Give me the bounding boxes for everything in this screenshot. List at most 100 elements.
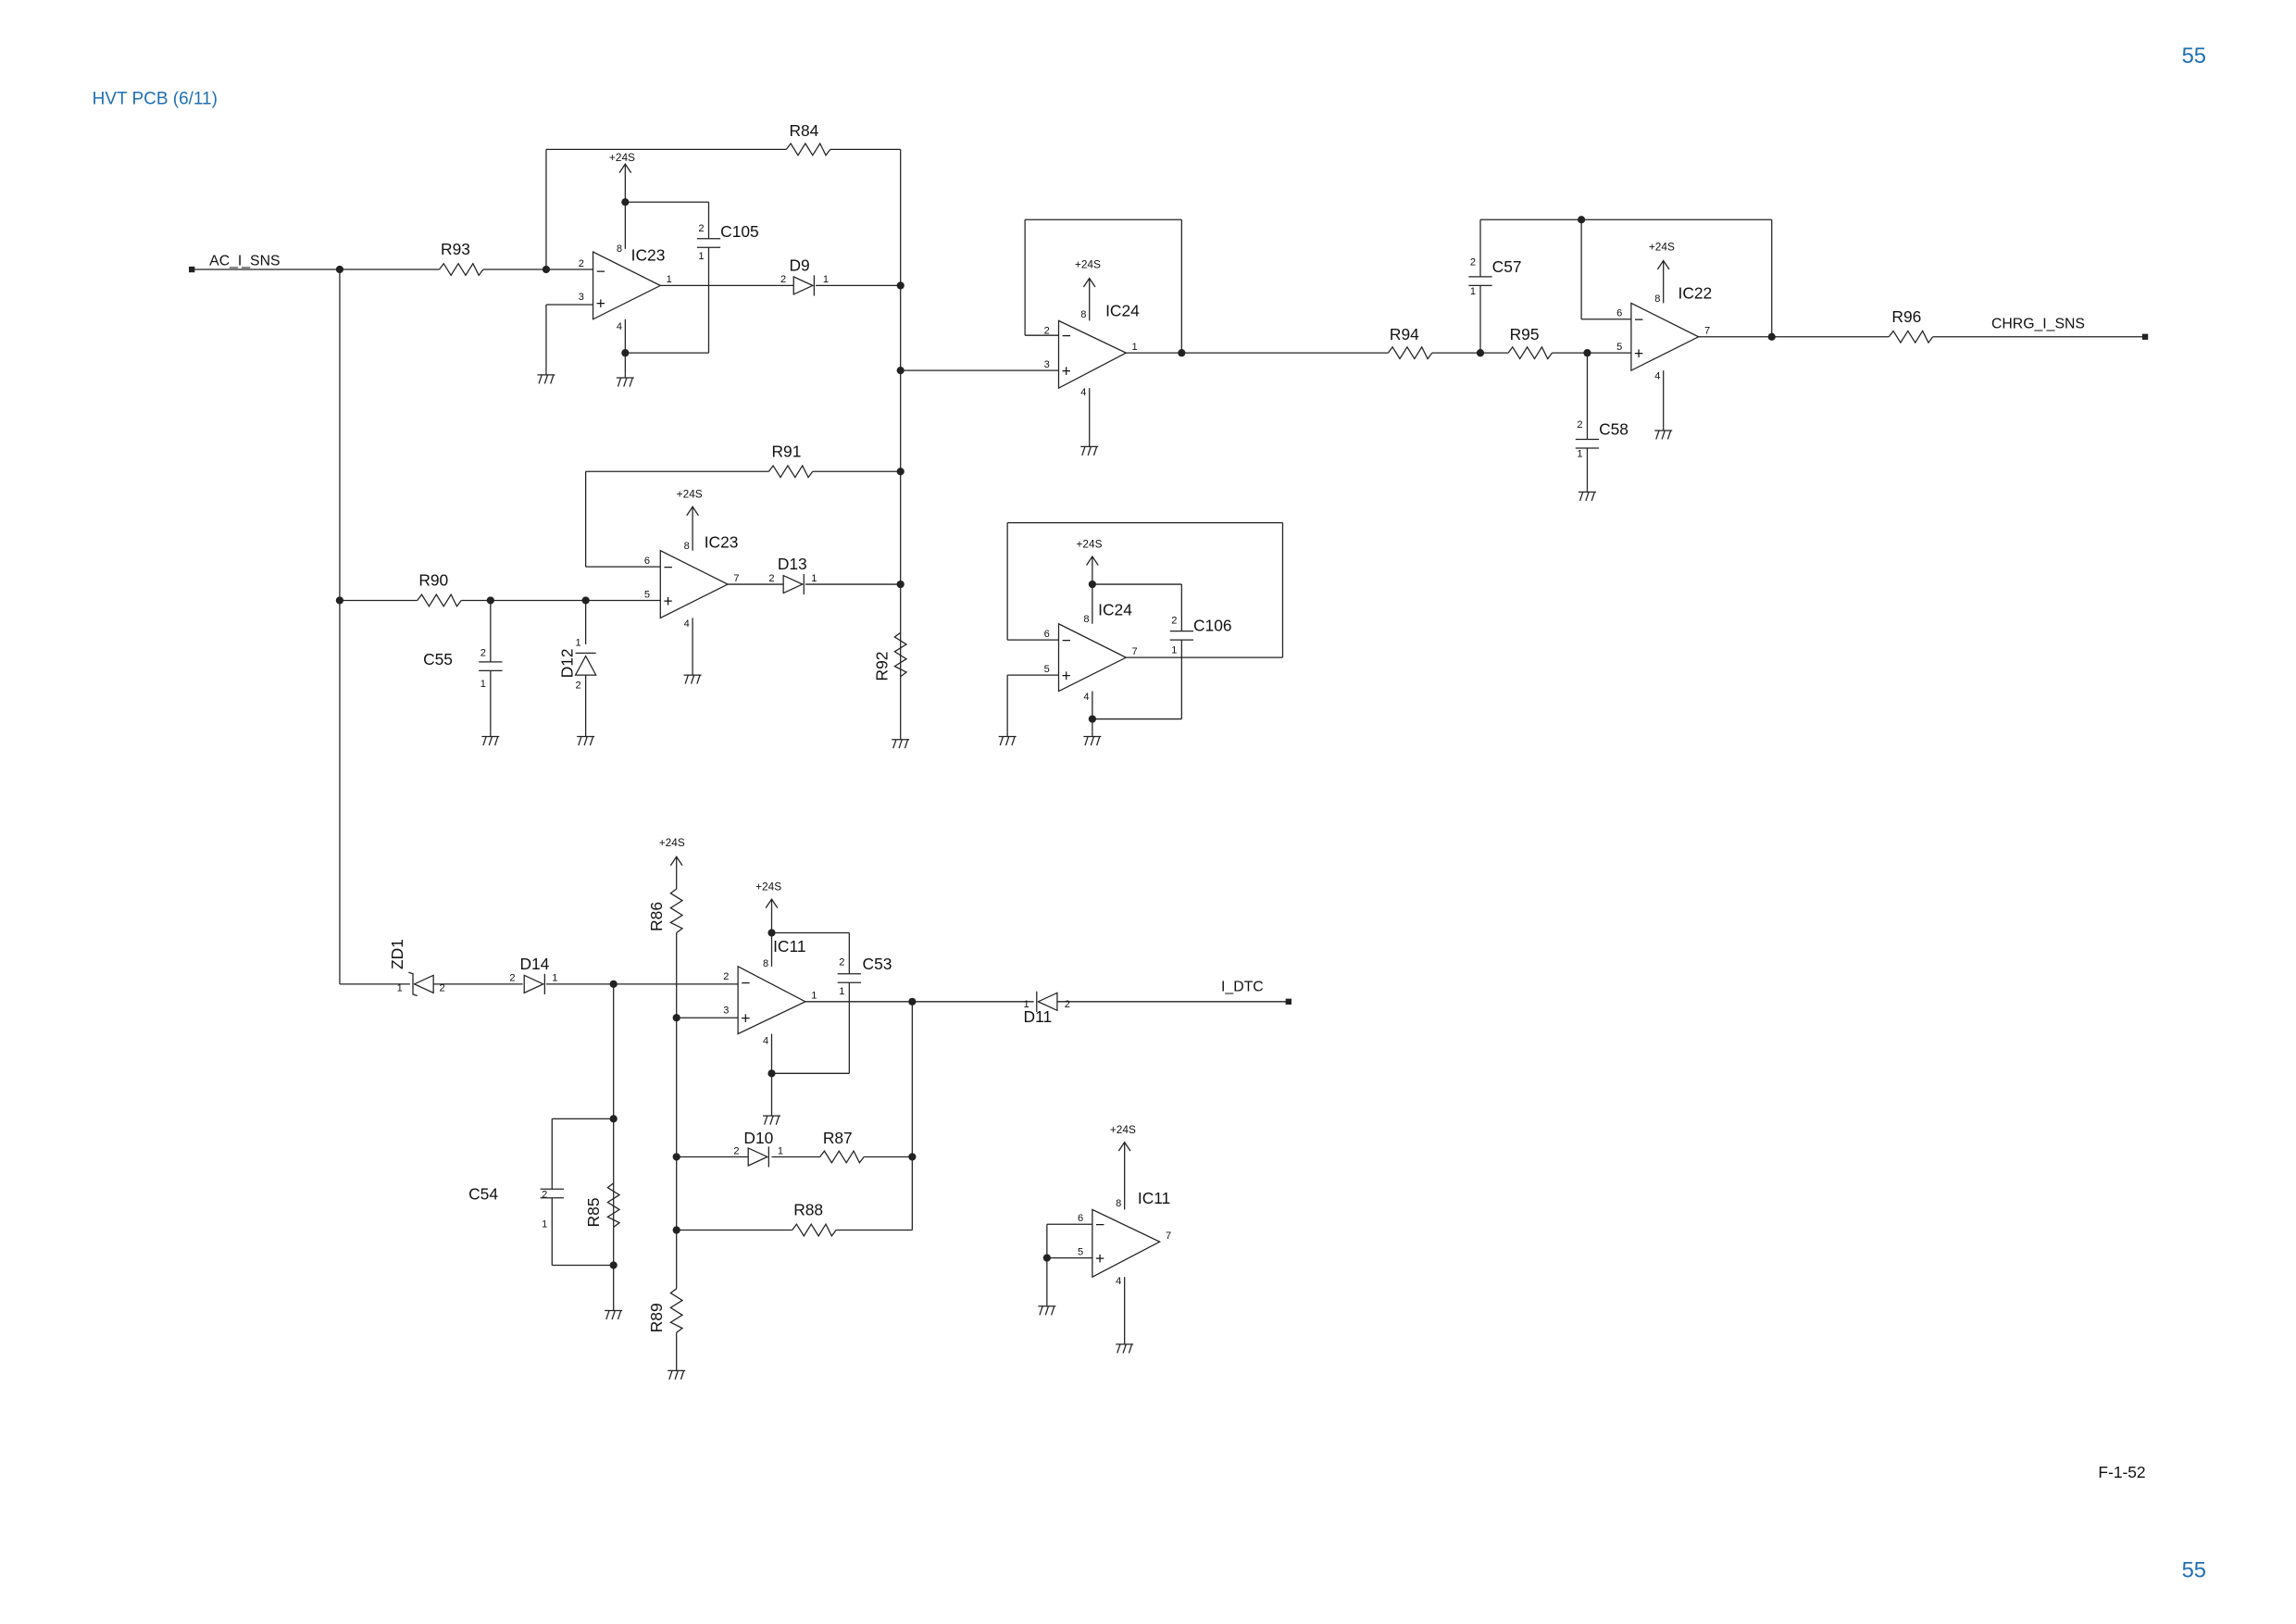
net-label-ac-i-sns: AC_I_SNS: [209, 253, 280, 269]
gnd-ic23b: [683, 670, 702, 684]
c106-capacitor: [1169, 631, 1194, 641]
pin: 2: [542, 1190, 547, 1201]
ic24b-opamp: [1057, 622, 1128, 693]
pin: 4: [617, 321, 622, 332]
gnd-r92: [892, 739, 910, 749]
d14-diode: [523, 973, 545, 994]
label-r84: R84: [789, 121, 818, 140]
pin: 1: [1171, 644, 1177, 656]
label-r96: R96: [1891, 307, 1921, 326]
label-c55: C55: [423, 650, 453, 668]
label-d13: D13: [778, 555, 807, 573]
power-label-r86: +24S: [659, 836, 685, 849]
label-c105: C105: [720, 222, 759, 241]
pin: 8: [1654, 294, 1660, 305]
pin: 5: [1044, 664, 1050, 675]
gnd-d12: [577, 731, 595, 746]
pin: 2: [723, 971, 729, 982]
ground-symbols: [481, 366, 1673, 1380]
ic11b-minus-sign: −: [1095, 1216, 1104, 1234]
reference-designators: R84 R93 IC23 C105 D9 IC24 R94 C57 R95 IC…: [388, 121, 1921, 1332]
power-label-ic11b: +24S: [1110, 1123, 1136, 1136]
r87-resistor: [819, 1149, 865, 1164]
pin: 1: [667, 274, 672, 285]
ic24b-plus-sign: +: [1062, 666, 1071, 684]
label-zd1: ZD1: [388, 939, 406, 969]
ic22-opamp: [1630, 302, 1701, 372]
label-d11: D11: [1024, 1007, 1053, 1026]
label-r91: R91: [772, 442, 802, 460]
pin: 7: [1132, 646, 1138, 657]
net-label-i-dtc: I_DTC: [1221, 980, 1264, 995]
gnd-ic24b-plus: [998, 731, 1017, 746]
c105-capacitor: [696, 238, 721, 248]
figure-id: F-1-52: [2098, 1463, 2145, 1481]
c55-capacitor: [479, 661, 503, 672]
net-label-chrg-i-sns: CHRG_I_SNS: [1991, 316, 2085, 331]
c53-capacitor: [837, 973, 861, 983]
pin: 4: [1116, 1276, 1121, 1287]
label-d12: D12: [557, 648, 576, 678]
power-label-ic23b: +24S: [677, 488, 703, 501]
label-ic23b: IC23: [705, 533, 739, 552]
junction-dots: [335, 198, 1776, 1269]
pin: 2: [733, 1145, 739, 1156]
ic24a-minus-sign: −: [1062, 327, 1071, 345]
c57-capacitor: [1468, 276, 1492, 287]
gnd-ic24b-v: [1083, 731, 1102, 746]
label-ic11a: IC11: [773, 937, 805, 956]
gnd-ic23a-v: [616, 373, 634, 387]
pin: 2: [1065, 999, 1070, 1010]
gnd-ic23a-plus: [537, 366, 555, 384]
label-c106: C106: [1193, 617, 1232, 635]
ic11b-plus-sign: +: [1095, 1249, 1104, 1268]
r85-resistor: [606, 1182, 621, 1228]
label-r92: R92: [872, 652, 891, 681]
gnd-ic24a: [1080, 442, 1099, 456]
pin: 6: [1044, 629, 1050, 640]
pin: 1: [839, 986, 844, 997]
pin: 5: [1078, 1246, 1083, 1257]
pin: 3: [1044, 359, 1050, 370]
pin: 1: [811, 573, 817, 584]
r90-resistor: [417, 593, 462, 607]
label-r88: R88: [793, 1201, 823, 1219]
net-connectors: [189, 266, 2149, 1005]
label-r89: R89: [647, 1303, 666, 1332]
r91-resistor: [767, 464, 814, 479]
ic24a-plus-sign: +: [1062, 361, 1071, 380]
power-label-ic22: +24S: [1649, 240, 1675, 253]
d10-diode: [747, 1146, 769, 1168]
pin: 4: [763, 1036, 768, 1047]
pin: 1: [1470, 286, 1476, 297]
ic23b-minus-sign: −: [663, 557, 672, 576]
d9-diode: [792, 275, 816, 296]
c54-capacitor: [540, 1188, 564, 1199]
ic22-minus-sign: −: [1634, 310, 1643, 329]
label-ic22: IC22: [1678, 284, 1713, 303]
gnd-ic11a: [763, 1115, 780, 1125]
d11-diode: [1036, 991, 1058, 1012]
r95-resistor: [1507, 345, 1554, 360]
label-r94: R94: [1390, 325, 1419, 344]
pin: 2: [1044, 326, 1050, 337]
page-title: HVT PCB (6/11): [93, 89, 218, 108]
ic23a-minus-sign: −: [596, 262, 605, 281]
page-number-bottom: 55: [2182, 1558, 2206, 1582]
pin: 1: [1132, 342, 1138, 353]
pin: 8: [684, 541, 690, 552]
label-r95: R95: [1510, 325, 1540, 344]
r89-resistor: [669, 1288, 684, 1333]
power-arrows: [618, 162, 1670, 1152]
gnd-c55: [481, 731, 500, 746]
connector-chrg-i-sns: [2141, 333, 2149, 340]
pin: 2: [1470, 256, 1476, 268]
page-number-top: 55: [2182, 44, 2206, 69]
label-r87: R87: [823, 1129, 853, 1147]
r88-resistor: [792, 1222, 837, 1238]
pin: 8: [763, 958, 768, 969]
capacitors: [479, 238, 1600, 1199]
pin: 2: [579, 258, 584, 269]
opamp-input-signs: − + − + − + − + − + − + − +: [596, 262, 1644, 1268]
